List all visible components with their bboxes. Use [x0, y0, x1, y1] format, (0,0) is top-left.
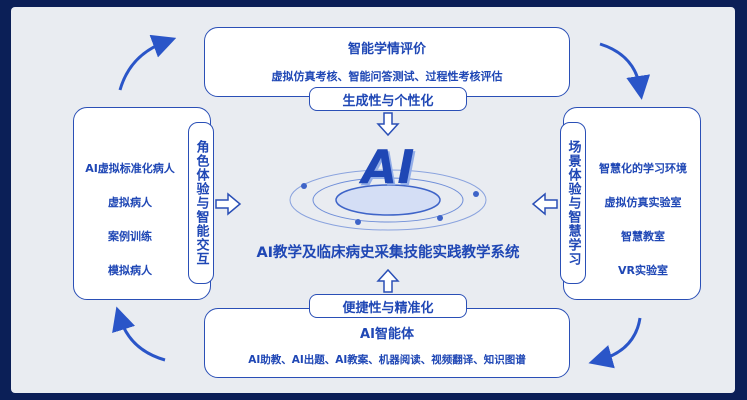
right-band: 场景体验与智慧学习	[560, 122, 586, 284]
top-band: 生成性与个性化	[309, 87, 467, 111]
bottom-card: AI智能体 AI助教、AI出题、AI教案、机器阅读、视频翻译、知识图谱	[204, 308, 570, 378]
right-item: VR实验室	[618, 264, 668, 277]
right-card	[563, 107, 701, 300]
top-card-items: 虚拟仿真考核、智能问答测试、过程性考核评估	[271, 70, 503, 83]
left-arrow-icon	[531, 192, 558, 216]
left-item: 模拟病人	[108, 264, 152, 277]
ai-platform-graphic	[289, 169, 487, 231]
bottom-card-items: AI助教、AI出题、AI教案、机器阅读、视频翻译、知识图谱	[248, 354, 526, 366]
top-card-title: 智能学情评价	[347, 42, 426, 57]
bottom-card-title: AI智能体	[360, 327, 414, 342]
bottom-band: 便捷性与精准化	[309, 294, 467, 318]
left-item: 虚拟病人	[108, 196, 152, 209]
left-band: 角色体验与智能交互	[188, 122, 214, 284]
left-item: AI虚拟标准化病人	[85, 162, 175, 175]
arrow-bottom-left	[112, 306, 166, 362]
right-arrow-icon	[215, 192, 242, 216]
right-item: 智慧化的学习环境	[599, 162, 687, 175]
arrow-top-left	[118, 34, 177, 91]
right-item: 智慧教室	[621, 230, 665, 243]
down-arrow-icon	[376, 112, 400, 137]
left-item-list: AI虚拟标准化病人 虚拟病人 案例训练 模拟病人	[75, 160, 185, 278]
arrow-bottom-right	[588, 317, 642, 369]
right-item-list: 智慧化的学习环境 虚拟仿真实验室 智慧教室 VR实验室	[588, 160, 698, 278]
top-card: 智能学情评价 虚拟仿真考核、智能问答测试、过程性考核评估	[204, 27, 570, 97]
right-item: 虚拟仿真实验室	[604, 196, 682, 209]
up-arrow-icon	[376, 268, 400, 293]
ai-logo: AI	[361, 140, 415, 194]
system-title: AI教学及临床病史采集技能实践教学系统	[256, 245, 520, 261]
left-item: 案例训练	[108, 230, 152, 243]
arrow-top-right	[599, 42, 651, 100]
